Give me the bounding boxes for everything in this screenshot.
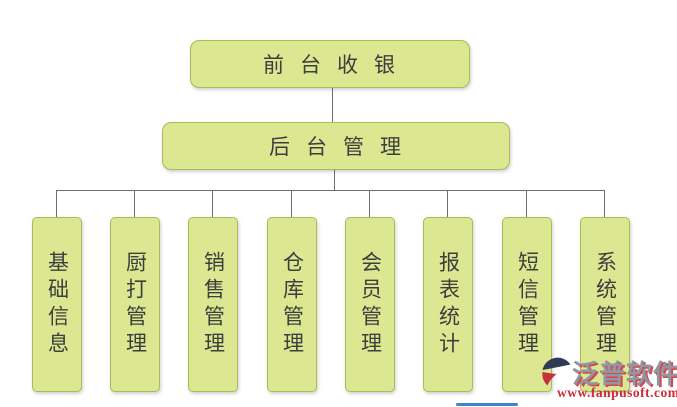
connector-manager-to-rail [334,170,335,190]
watermark-brand-text: 泛普软件 [572,359,677,389]
connector-drop [526,190,527,217]
node-warehouse-management: 仓库管理 [267,217,317,392]
node-label: 前台收银 [263,54,411,77]
connector-drop [447,190,448,217]
watermark: 泛普软件 www.fanpusoft.com [540,353,677,407]
node-label: 仓库管理 [280,250,304,359]
node-label: 基础信息 [45,250,69,359]
node-front-desk-cashier: 前台收银 [190,40,470,88]
connector-drop [369,190,370,217]
node-label: 系统管理 [593,250,617,359]
node-member-management: 会员管理 [345,217,395,392]
node-label: 后台管理 [269,136,417,159]
node-kitchen-print-management: 厨打管理 [110,217,160,392]
node-report-statistics: 报表统计 [423,217,473,392]
node-label: 短信管理 [515,250,539,359]
node-label: 厨打管理 [123,250,147,359]
watermark-url-text: www.fanpusoft.com [557,385,677,400]
connector-drop [291,190,292,217]
connector-drop [56,190,57,217]
node-basic-info: 基础信息 [32,217,82,392]
connector-drop [604,190,605,217]
node-label: 会员管理 [358,250,382,359]
connector-drop [212,190,213,217]
connector-drop [134,190,135,217]
node-system-management: 系统管理 [580,217,630,392]
node-sales-management: 销售管理 [188,217,238,392]
connector-horizontal-rail [57,190,605,191]
fanpu-logo-icon [542,357,571,386]
node-sms-management: 短信管理 [502,217,552,392]
bottom-blue-line [456,403,518,406]
connector-root-to-manager [332,88,333,122]
node-label: 销售管理 [201,250,225,359]
node-label: 报表统计 [436,250,460,359]
node-backend-management: 后台管理 [162,122,510,170]
